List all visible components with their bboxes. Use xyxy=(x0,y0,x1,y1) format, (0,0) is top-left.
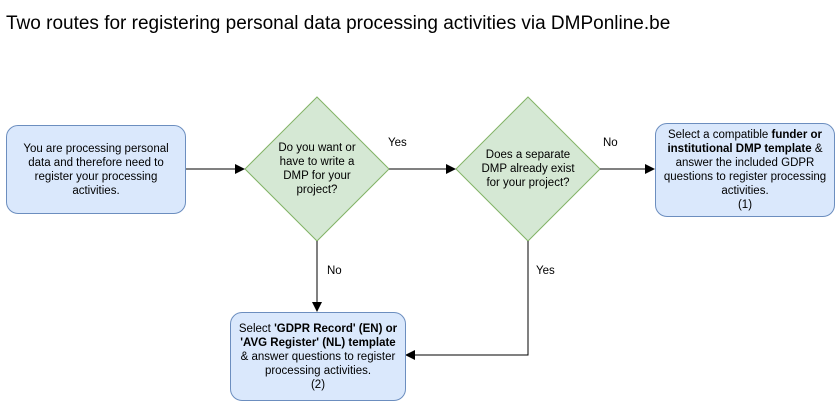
edge-label-d1-yes: Yes xyxy=(388,137,407,149)
route2-text-pre: Select xyxy=(238,322,275,335)
edge-label-d1-no: No xyxy=(327,265,342,277)
route1-text-pre: Select a compatible xyxy=(667,129,772,141)
route2-text-bold: 'GDPR Record' (EN) or 'AVG Register' (NL… xyxy=(240,322,398,349)
route1-text-bold: funder or institutional DMP template xyxy=(667,129,823,155)
page-title: Two routes for registering personal data… xyxy=(6,13,671,34)
route1-text-post: & answer the included GDPR questions to … xyxy=(663,143,827,197)
decision1-text: Do you want or have to write a DMP for y… xyxy=(278,142,356,196)
edge-label-d2-yes: Yes xyxy=(536,265,555,277)
edge-decision2-yes xyxy=(405,241,529,360)
route1-number: (1) xyxy=(737,199,753,211)
edge-label-d2-no: No xyxy=(603,137,618,149)
route2-text-post: & answer questions to register processin… xyxy=(240,350,396,377)
route2-number: (2) xyxy=(310,378,326,391)
start-node-text: You are processing personal data and the… xyxy=(23,142,169,197)
decision2-text: Does a separate DMP already exist for yo… xyxy=(481,149,575,189)
start-node: You are processing personal data and the… xyxy=(6,125,186,214)
route1-node: Select a compatible funder or institutio… xyxy=(655,123,835,217)
route2-node: Select 'GDPR Record' (EN) or 'AVG Regist… xyxy=(230,312,406,401)
